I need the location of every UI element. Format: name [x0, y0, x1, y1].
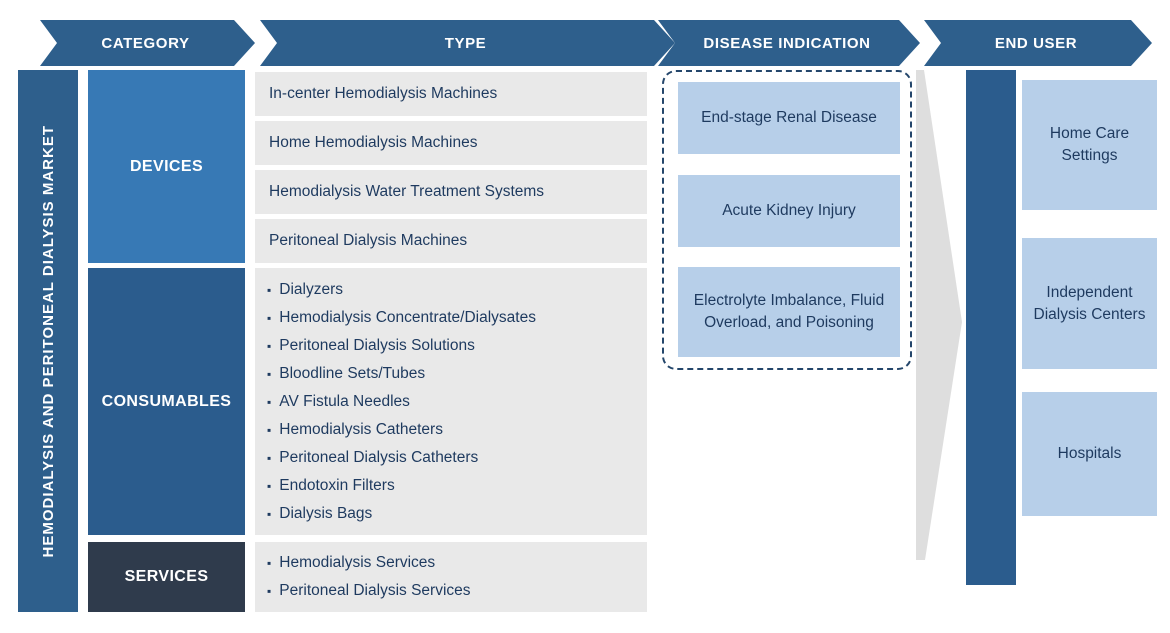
end-user-box-home-care-settings: Home Care Settings	[1022, 80, 1157, 210]
type-list-consumables: Dialyzers Hemodialysis Concentrate/Dialy…	[255, 268, 647, 535]
header-chevron-type: TYPE	[260, 20, 675, 66]
market-title: HEMODIALYSIS AND PERITONEAL DIALYSIS MAR…	[39, 124, 57, 558]
disease-box-end-stage-renal-disease: End-stage Renal Disease	[678, 82, 900, 154]
list-item: Hemodialysis Services	[267, 549, 647, 577]
end-user-divider-bar	[966, 70, 1016, 585]
list-item: Dialyzers	[267, 276, 647, 304]
disease-indication-group: End-stage Renal Disease Acute Kidney Inj…	[662, 70, 912, 370]
list-item: Bloodline Sets/Tubes	[267, 360, 647, 388]
header-label-category: CATEGORY	[101, 34, 190, 52]
type-row-peritoneal-dialysis-machines: Peritoneal Dialysis Machines	[255, 219, 647, 263]
list-item: Dialysis Bags	[267, 500, 647, 528]
header-chevron-disease-indication: DISEASE INDICATION	[658, 20, 920, 66]
disease-box-electrolyte-imbalance: Electrolyte Imbalance, Fluid Overload, a…	[678, 267, 900, 357]
header-label-type: TYPE	[444, 34, 487, 52]
category-consumables: CONSUMABLES	[88, 268, 245, 535]
category-services: SERVICES	[88, 542, 245, 612]
type-row-water-treatment-systems: Hemodialysis Water Treatment Systems	[255, 170, 647, 214]
list-item: Hemodialysis Catheters	[267, 416, 647, 444]
flow-arrow-icon	[916, 70, 962, 560]
list-item: AV Fistula Needles	[267, 388, 647, 416]
list-item: Hemodialysis Concentrate/Dialysates	[267, 304, 647, 332]
type-row-home-hemodialysis-machines: Home Hemodialysis Machines	[255, 121, 647, 165]
category-devices-label: DEVICES	[129, 157, 204, 175]
list-item: Peritoneal Dialysis Catheters	[267, 444, 647, 472]
header-label-end-user: END USER	[994, 34, 1078, 52]
type-list-services: Hemodialysis Services Peritoneal Dialysi…	[255, 542, 647, 612]
category-services-label: SERVICES	[124, 568, 209, 585]
list-item: Peritoneal Dialysis Solutions	[267, 332, 647, 360]
end-user-box-independent-dialysis-centers: Independent Dialysis Centers	[1022, 238, 1157, 369]
list-item: Peritoneal Dialysis Services	[267, 577, 647, 605]
category-devices: DEVICES	[88, 70, 245, 263]
list-item: Endotoxin Filters	[267, 472, 647, 500]
type-row-incenter-hemodialysis-machines: In-center Hemodialysis Machines	[255, 72, 647, 116]
end-user-box-hospitals: Hospitals	[1022, 392, 1157, 516]
disease-box-acute-kidney-injury: Acute Kidney Injury	[678, 175, 900, 247]
header-chevron-category: CATEGORY	[40, 20, 255, 66]
header-chevron-end-user: END USER	[924, 20, 1152, 66]
category-consumables-label: CONSUMABLES	[101, 392, 232, 410]
market-title-bar: HEMODIALYSIS AND PERITONEAL DIALYSIS MAR…	[18, 70, 78, 612]
header-label-disease-indication: DISEASE INDICATION	[703, 34, 871, 52]
